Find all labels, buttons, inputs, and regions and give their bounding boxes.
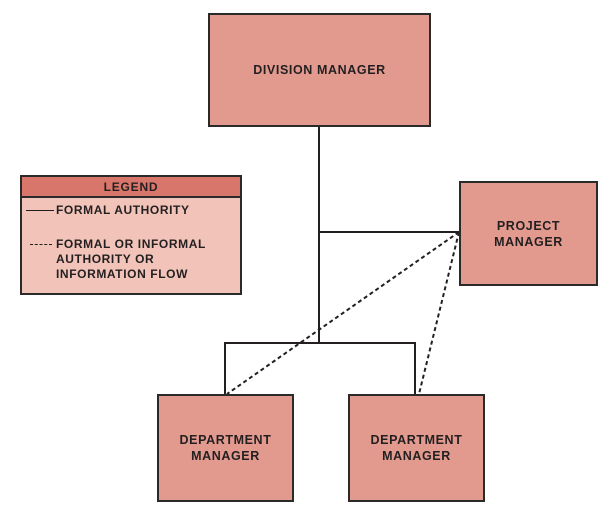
legend-header: LEGEND	[22, 177, 240, 198]
legend-item-informal-flow: FORMAL OR INFORMAL AUTHORITY OR INFORMAT…	[26, 237, 238, 282]
department-manager-label-right: DEPARTMENT MANAGER	[370, 433, 463, 463]
project-manager-label: PROJECT MANAGER	[494, 218, 563, 249]
legend: LEGEND FORMAL AUTHORITY FORMAL OR INFORM…	[20, 175, 242, 295]
legend-item-label: FORMAL OR INFORMAL AUTHORITY OR INFORMAT…	[56, 237, 206, 281]
legend-item-formal-authority: FORMAL AUTHORITY	[26, 203, 238, 218]
edge-project-to-dept-right-dashed	[418, 231, 460, 395]
department-manager-box-right: DEPARTMENT MANAGER	[348, 394, 485, 502]
division-manager-label: DIVISION MANAGER	[253, 63, 386, 77]
solid-line-icon	[26, 203, 56, 218]
edge-project-to-dept-left-dashed	[226, 231, 460, 395]
project-manager-box: PROJECT MANAGER	[459, 181, 598, 286]
division-manager-box: DIVISION MANAGER	[208, 13, 431, 127]
department-manager-box-left: DEPARTMENT MANAGER	[157, 394, 294, 502]
legend-title: LEGEND	[103, 179, 159, 194]
department-manager-label-left: DEPARTMENT MANAGER	[179, 433, 272, 463]
dashed-line-icon	[26, 237, 56, 252]
legend-item-label: FORMAL AUTHORITY	[56, 203, 190, 217]
